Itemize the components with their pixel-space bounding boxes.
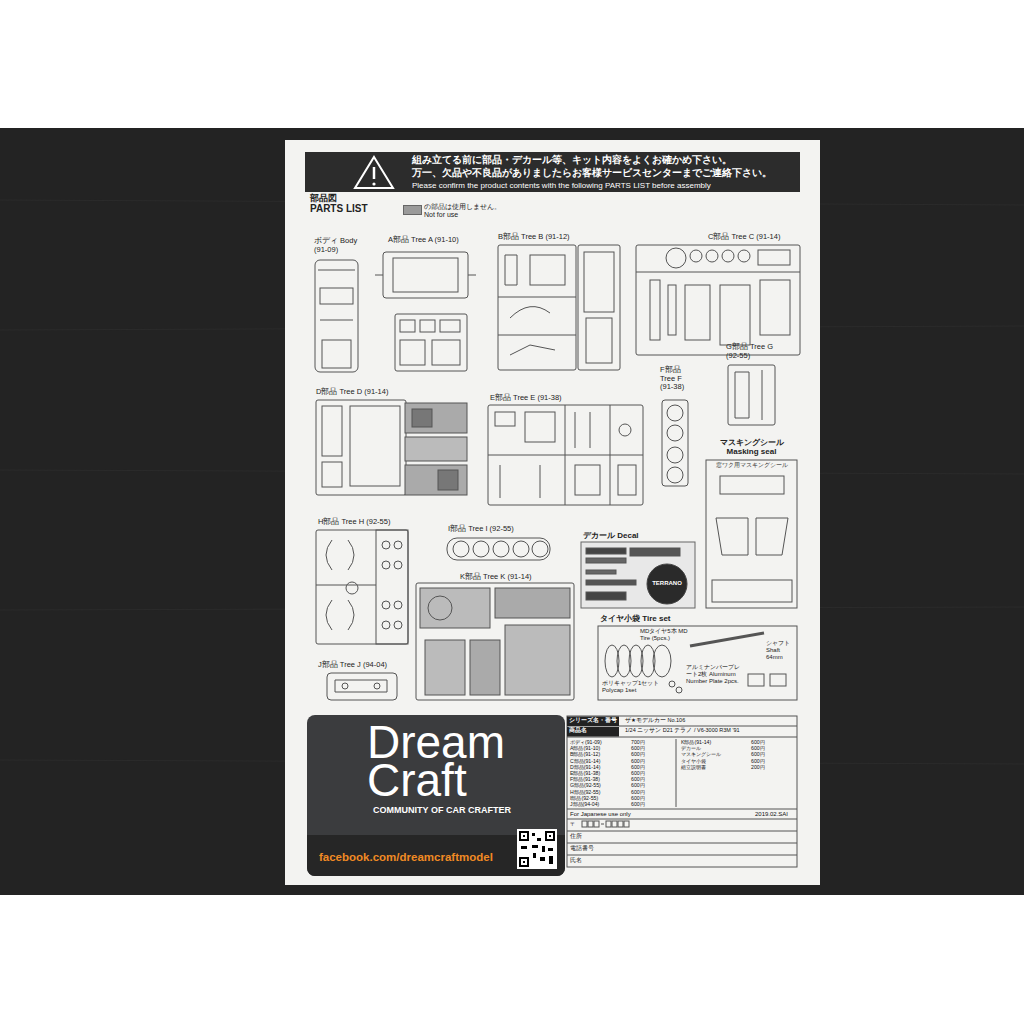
part-label: ボディ Body (91-09) xyxy=(314,237,362,254)
order-form-text: 〒 xyxy=(570,821,576,828)
order-form-text: 商品名 xyxy=(569,727,587,733)
order-form-text: ボディ(91-09) xyxy=(570,740,602,746)
masking-seal-box-text: 窓ワク用マスキングシール xyxy=(710,462,793,468)
shop-card-text: facebook.com/dreamcraftmodel xyxy=(319,851,493,864)
order-form-text: G部品(92-55) xyxy=(570,783,601,789)
tire-set-box-text: アルミナンバープレート2枚 Aluminum Number Plate 2pcs… xyxy=(686,664,742,685)
order-form-text: 600円 xyxy=(631,759,645,765)
order-form-text: 600円 xyxy=(631,746,645,752)
order-form-text: 電話番号 xyxy=(570,845,594,852)
order-form-text: J部品(94-04) xyxy=(570,802,599,808)
order-form-text: ザ★モデルカー No.106 xyxy=(625,717,685,723)
part-label: C部品 Tree C (91-14) xyxy=(708,233,780,242)
order-form-text: 組立説明書 xyxy=(681,765,706,771)
part-label: PARTS LIST xyxy=(310,203,368,215)
order-form-text: 700円 xyxy=(631,740,645,746)
order-form-text: K部品(91-14) xyxy=(681,740,711,746)
part-label: J部品 Tree J (94-04) xyxy=(318,661,387,670)
tire-set-box-text: MDタイヤ5本 MD Tire (5pcs.) xyxy=(640,628,695,642)
order-form-text: 600円 xyxy=(631,796,645,802)
shop-card-text: COMMUNITY OF CAR CRAFTER xyxy=(367,805,517,815)
order-form-text: 200円 xyxy=(751,765,765,771)
order-form-text: E部品(91-38) xyxy=(570,771,600,777)
legend-swatch xyxy=(403,205,422,215)
part-label: K部品 Tree K (91-14) xyxy=(460,573,532,582)
decal-sheet: デカール DecalTERRANO xyxy=(581,530,696,610)
order-form-text: 住所 xyxy=(570,833,582,840)
order-form-text: 600円 xyxy=(631,790,645,796)
part-label: 部品図 xyxy=(310,193,337,203)
part-label: A部品 Tree A (91-10) xyxy=(388,236,459,245)
order-form-text: B部品(91-12) xyxy=(570,752,600,758)
order-form-text: 1/24 ニッサン D21 テラノ / V6-3000 R3M '91 xyxy=(625,727,740,733)
order-form-text: 600円 xyxy=(631,777,645,783)
part-label: E部品 Tree E (91-38) xyxy=(490,394,562,403)
part-label: I部品 Tree I (92-55) xyxy=(448,525,514,534)
order-form-text: 600円 xyxy=(631,752,645,758)
tire-set-box: タイヤ小袋 Tire setMDタイヤ5本 MD Tire (5pcs.) シャフ… xyxy=(598,614,798,702)
warning-bar-text: Please confirm the product contents with… xyxy=(412,181,711,190)
tire-set-box-text: シャフト Shaft 64mm xyxy=(766,640,796,661)
legend-text: の部品は使用しません。 Not for use xyxy=(424,203,509,219)
order-form-text: 600円 xyxy=(631,802,645,808)
part-label: H部品 Tree H (92-55) xyxy=(318,518,390,527)
order-form-text: D部品(91-14) xyxy=(570,765,600,771)
order-form-text: 600円 xyxy=(751,759,765,765)
order-form-text: 600円 xyxy=(631,765,645,771)
order-form-text: C部品(91-14) xyxy=(570,759,600,765)
order-form-text: シリーズ名・番号 xyxy=(569,717,617,723)
order-form: シリーズ名・番号 ザ★モデルカー No.106 商品名 1/24 ニッサン D21 テ… xyxy=(567,715,797,867)
order-form-text: マスキングシール xyxy=(681,752,721,758)
masking-seal-box-text: マスキングシール Masking seal xyxy=(706,438,797,456)
order-form-text: 600円 xyxy=(751,752,765,758)
order-form-text: 600円 xyxy=(751,746,765,752)
part-label: G部品 Tree G (92-55) xyxy=(726,343,788,360)
order-form-text: 氏名 xyxy=(570,857,582,864)
order-form-text: F部品(91-38) xyxy=(570,777,600,783)
order-form-text: 600円 xyxy=(631,771,645,777)
order-form-text: デカール xyxy=(681,746,701,752)
order-form-text: 600円 xyxy=(631,783,645,789)
tire-set-box-text: ポリキャップ1セット Polycap 1set xyxy=(602,680,666,694)
warning-bar-text: 組み立てる前に部品・デカール等、キット内容をよくお確かめ下さい。 xyxy=(412,154,732,166)
masking-seal-box: マスキングシール Masking seal 窓ワク用マスキングシール xyxy=(706,438,797,608)
order-form-text: H部品(92-55) xyxy=(570,790,600,796)
order-form-text: For Japanese use only xyxy=(570,811,631,818)
order-form-text: A部品(91-10) xyxy=(570,746,600,752)
shop-card-text: Dream Craft xyxy=(367,723,557,799)
order-form-text: 2019.02.SAI xyxy=(755,811,788,818)
warning-bar: 組み立てる前に部品・デカール等、キット内容をよくお確かめ下さい。万一、欠品や不良… xyxy=(305,152,800,192)
decal-sheet-text: デカール Decal xyxy=(583,531,639,540)
warning-bar-text: 万一、欠品や不良品がありましたらお客様サービスセンターまでご連絡下さい。 xyxy=(412,167,772,179)
order-form-text: タイヤ小袋 xyxy=(681,759,706,765)
order-form-text: I部品(92-55) xyxy=(570,796,598,802)
shop-card: Dream CraftCOMMUNITY OF CAR CRAFTER faceb… xyxy=(307,715,565,876)
order-form-text: 600円 xyxy=(751,740,765,746)
decal-sheet-text: TERRANO xyxy=(647,580,687,587)
part-label: F部品 Tree F (91-38) xyxy=(660,366,694,392)
part-label: D部品 Tree D (91-14) xyxy=(316,388,388,397)
part-label: B部品 Tree B (91-12) xyxy=(498,233,570,242)
tire-set-box-text: タイヤ小袋 Tire set xyxy=(600,614,671,623)
